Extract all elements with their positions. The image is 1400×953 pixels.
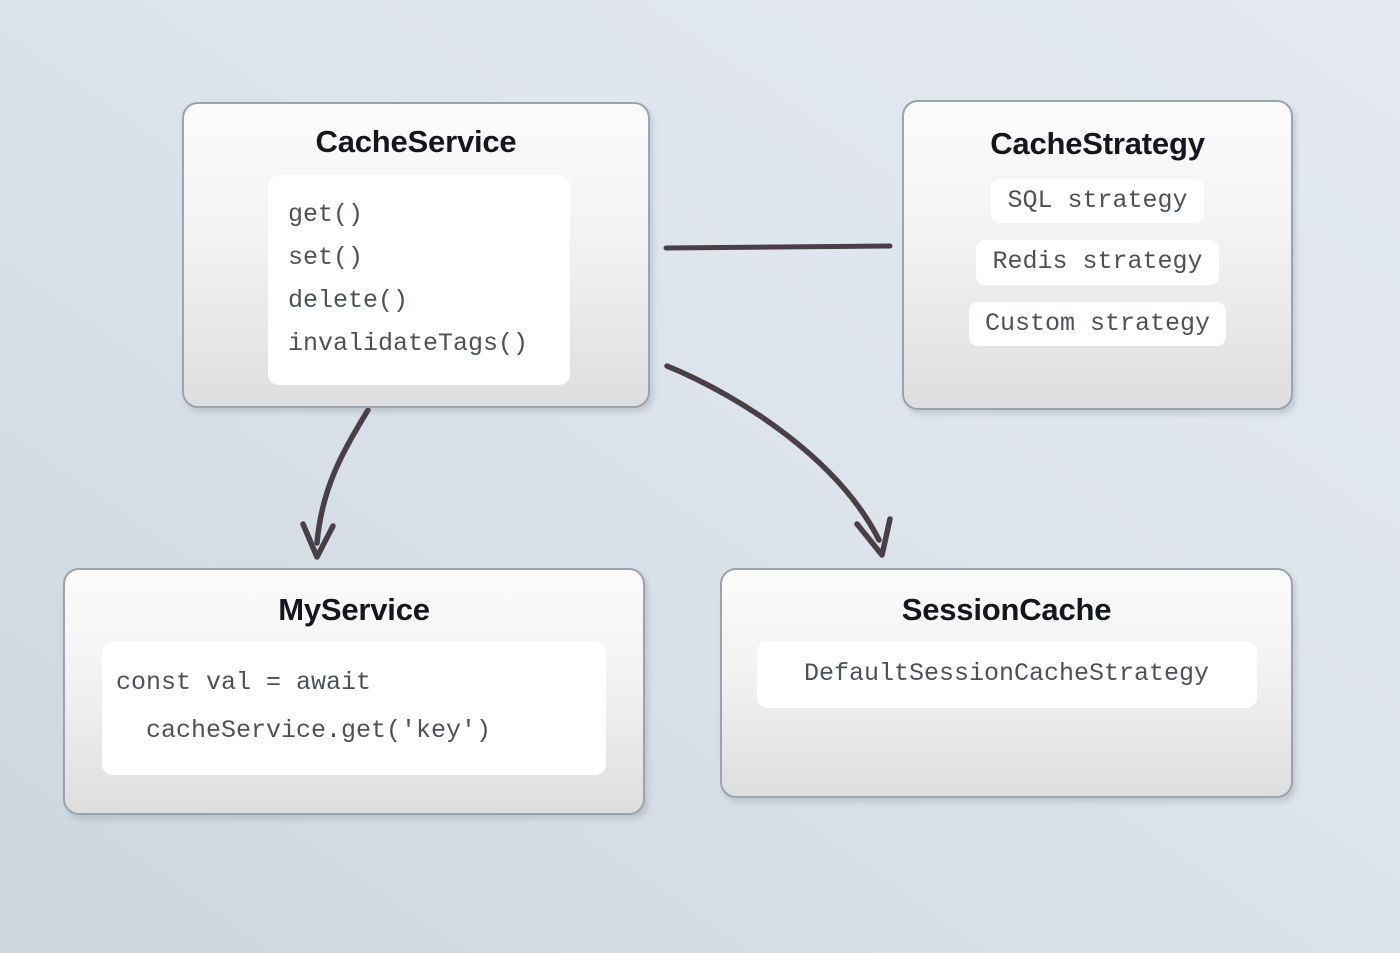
strategy-chip-sql[interactable]: SQL strategy — [991, 178, 1204, 224]
node-cache-service[interactable]: CacheService get() set() delete() invali… — [182, 102, 650, 408]
node-cache-strategy[interactable]: CacheStrategy SQL strategy Redis strateg… — [902, 100, 1293, 410]
cache-service-method-list: get() set() delete() invalidateTags() — [268, 174, 570, 385]
arrowhead-session-cache — [854, 516, 893, 558]
my-service-code-snippet: const val = await cacheService.get('key'… — [102, 640, 606, 775]
strategy-chip-custom[interactable]: Custom strategy — [968, 301, 1227, 347]
node-my-service-title: MyService — [278, 592, 430, 627]
edge-cache-service-to-cache-strategy — [663, 243, 893, 251]
node-cache-service-title: CacheService — [315, 124, 517, 159]
cache-strategy-chip-list: SQL strategy Redis strategy Custom strat… — [968, 178, 1227, 347]
node-cache-strategy-title: CacheStrategy — [990, 126, 1205, 161]
session-cache-strategy-label: DefaultSessionCacheStrategy — [756, 640, 1257, 708]
edge-cache-service-to-session-cache — [664, 363, 882, 543]
arrowhead-my-service — [300, 521, 336, 560]
node-session-cache[interactable]: SessionCache DefaultSessionCacheStrategy — [720, 568, 1293, 798]
edge-cache-service-to-my-service — [314, 407, 371, 546]
node-my-service[interactable]: MyService const val = await cacheService… — [63, 568, 645, 815]
node-session-cache-title: SessionCache — [901, 592, 1112, 627]
strategy-chip-redis[interactable]: Redis strategy — [976, 240, 1219, 285]
